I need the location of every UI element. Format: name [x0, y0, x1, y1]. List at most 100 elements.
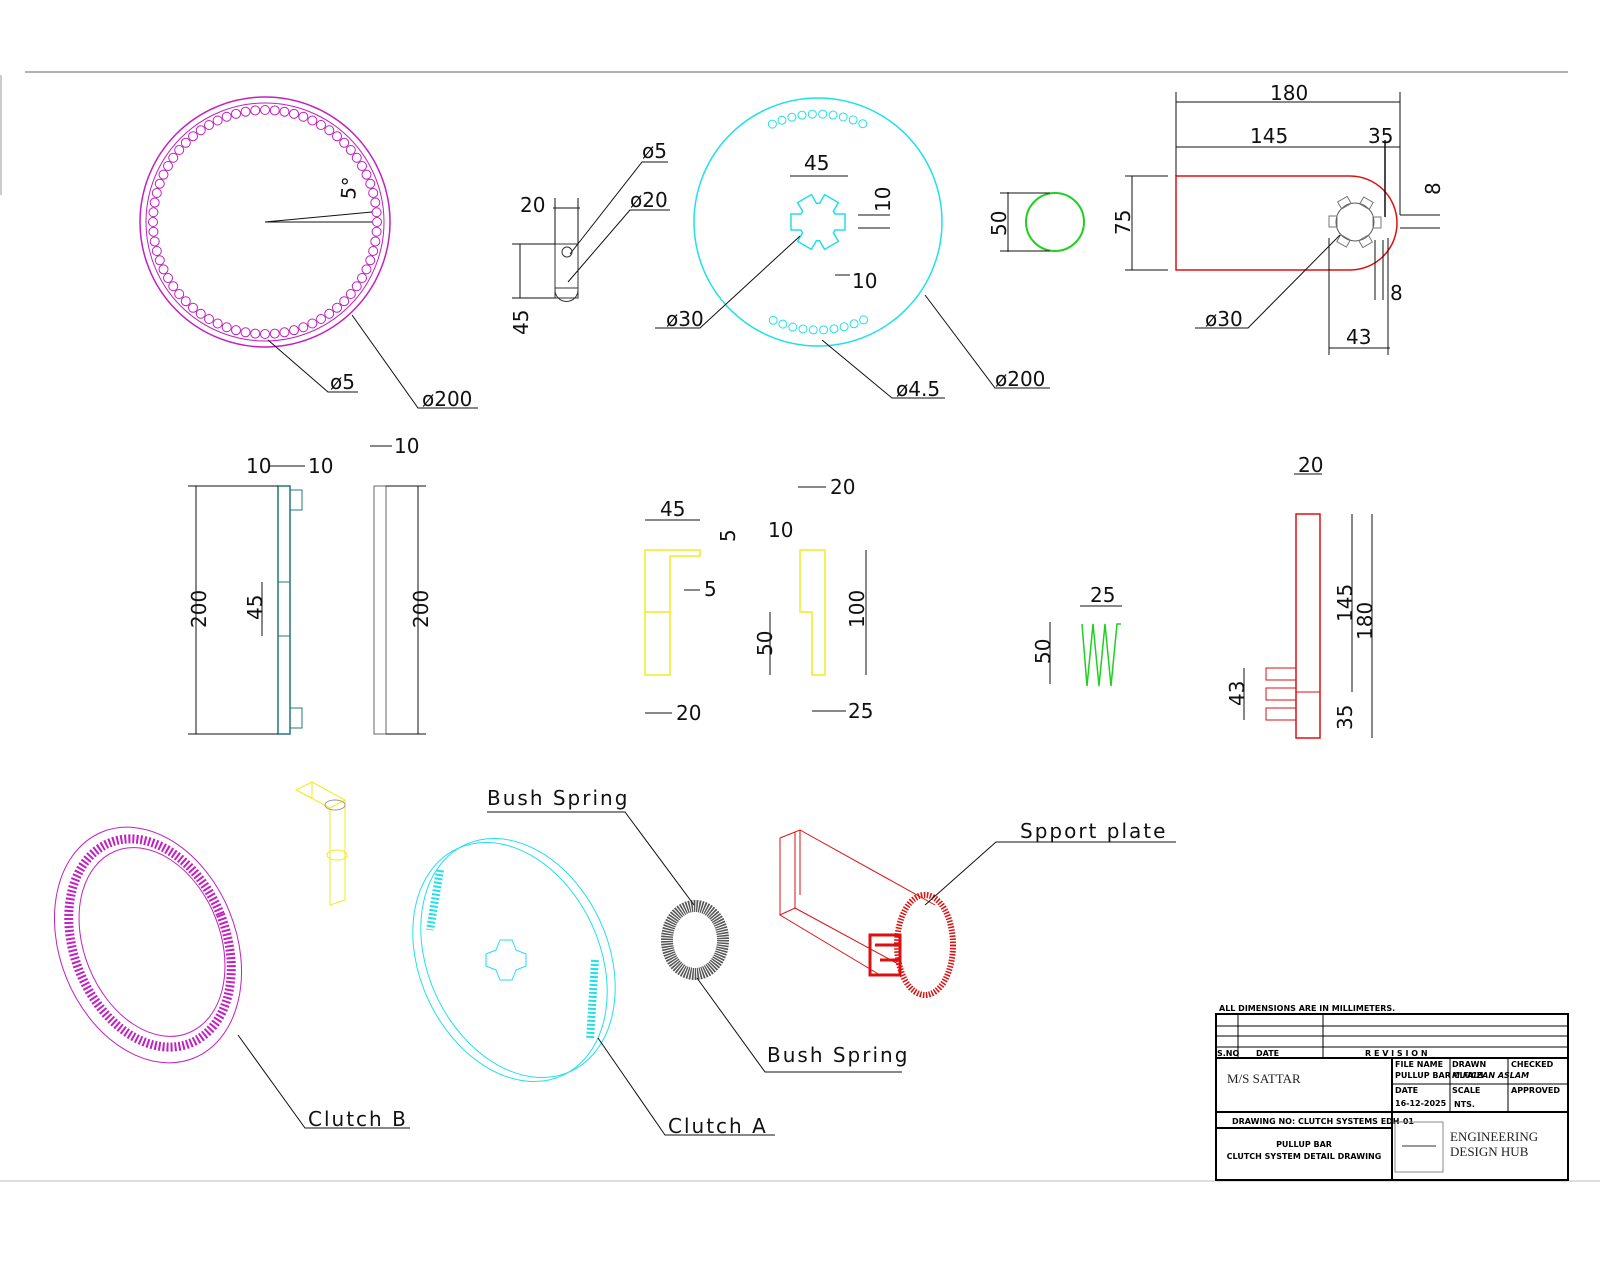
hole-circle: [788, 322, 798, 332]
callout-clutch-b: Clutch B: [308, 1107, 408, 1131]
pin-hole-dim: ø5: [642, 139, 667, 163]
hole-circle: [188, 302, 199, 313]
callout-clutch-a: Clutch A: [668, 1114, 768, 1138]
hole-circle: [174, 288, 185, 299]
arm-thickness-dim-2: 5: [704, 577, 717, 601]
hole-circle: [316, 120, 326, 131]
hole-circle: [307, 318, 318, 329]
sno-header: S.NO: [1217, 1049, 1239, 1058]
hole-circle: [339, 296, 350, 307]
hole-circle: [154, 178, 165, 189]
checked-header: CHECKED: [1511, 1060, 1554, 1069]
revision-header: R E V I S I O N: [1365, 1049, 1428, 1058]
hole-circle: [163, 161, 174, 171]
boss-thickness-dim: 10: [308, 454, 333, 478]
spring-side-view: 25 50: [1031, 583, 1122, 687]
hole-circle: [307, 115, 318, 126]
lower-dim: 50: [753, 631, 777, 656]
hole-circle: [240, 327, 251, 338]
spline-tooth: [1358, 196, 1374, 211]
drawing-title-2: CLUTCH SYSTEM DETAIL DRAWING: [1227, 1152, 1382, 1161]
hole-circle: [269, 105, 280, 116]
hole-circle: [371, 226, 382, 237]
hole-circle: [370, 197, 381, 208]
hole-circle: [149, 236, 160, 247]
hole-circle: [158, 169, 169, 180]
hole-circle: [365, 255, 376, 266]
width-dim: 25: [1090, 583, 1115, 607]
hole-circle: [316, 313, 326, 324]
hole-circle: [269, 328, 280, 339]
hole-circle: [807, 109, 817, 119]
hole-circle: [798, 324, 808, 334]
width-dim: 20: [1298, 453, 1323, 477]
hole-circle: [797, 110, 807, 120]
client-name: M/S SATTAR: [1227, 1071, 1301, 1086]
clutch-b-isometric: [53, 826, 243, 1064]
hole-circle: [195, 125, 206, 136]
length-dim: 145: [1333, 584, 1357, 622]
length-dim: 145: [1250, 124, 1288, 148]
support-plate-front-view: 180 145 35 75 8 8 ø30 43: [1111, 81, 1445, 355]
date-value: 16-12-2025: [1395, 1099, 1447, 1108]
title-block: ALL DIMENSIONS ARE IN MILLIMETERS. S.NO …: [1215, 1004, 1569, 1181]
hole-circle: [163, 273, 174, 283]
hole-circle: [361, 169, 372, 180]
spline-tooth: [1336, 195, 1352, 210]
hole-circle: [260, 105, 270, 115]
hole-dim: ø4.5: [896, 377, 940, 401]
hole-circle: [204, 120, 214, 131]
hole-circle: [356, 161, 367, 171]
hole-circle: [371, 207, 382, 218]
clutch-a-height-dim: 200: [409, 590, 433, 628]
hole-circle: [231, 325, 242, 336]
hole-circle: [231, 108, 242, 119]
mid-dim: 45: [243, 595, 267, 620]
thickness-dim: 10: [246, 454, 271, 478]
approved-header: APPROVED: [1511, 1086, 1560, 1095]
hole-circle: [221, 111, 232, 122]
file-name-header: FILE NAME: [1395, 1060, 1443, 1069]
hole-circle: [324, 308, 335, 319]
hole-circle: [356, 273, 367, 283]
hole-circle: [148, 217, 158, 227]
callout-bush-spring-top: Bush Spring: [487, 786, 629, 810]
hole-circle: [240, 106, 251, 117]
width-dim: 45: [660, 497, 685, 521]
hole-circle: [151, 245, 162, 256]
hole-circle: [288, 325, 299, 336]
scale-value: NTS.: [1454, 1100, 1475, 1109]
hole-circle: [351, 152, 362, 163]
height-dim: 75: [1111, 210, 1135, 235]
hole-circle: [849, 319, 859, 329]
end-dim: 35: [1333, 705, 1357, 730]
height-dim: 50: [1031, 639, 1055, 664]
hole-circle: [174, 145, 185, 156]
diameter-dim: ø200: [995, 367, 1045, 391]
hole-circle: [149, 197, 160, 208]
units-note: ALL DIMENSIONS ARE IN MILLIMETERS.: [1219, 1004, 1395, 1013]
hole-circle: [180, 137, 191, 148]
offset-dim: 43: [1346, 325, 1371, 349]
hole-circle: [768, 315, 778, 325]
angle-dim: 5°: [336, 176, 362, 201]
height-dim: 200: [187, 590, 211, 628]
hole-circle: [331, 302, 342, 313]
spline-tooth: [1358, 234, 1374, 249]
tooth-dim: 8: [1390, 281, 1403, 305]
hole-circle: [818, 109, 828, 119]
hole-circle: [787, 112, 797, 122]
hole-circle: [279, 327, 290, 338]
hole-circle: [372, 217, 382, 227]
hole-circle: [148, 226, 159, 237]
hole-circle: [212, 115, 223, 126]
spline-width-dim: 45: [804, 151, 829, 175]
spline-tooth: [1336, 233, 1352, 248]
width-dim: 20: [830, 475, 855, 499]
pin-isometric: [294, 781, 348, 906]
clutch-a-front-view: 45 10 10 ø30 ø4.5 ø200: [655, 97, 1050, 401]
height-dim: 45: [509, 310, 533, 335]
bore-dim: ø30: [1205, 307, 1243, 331]
hole-circle: [829, 324, 839, 334]
